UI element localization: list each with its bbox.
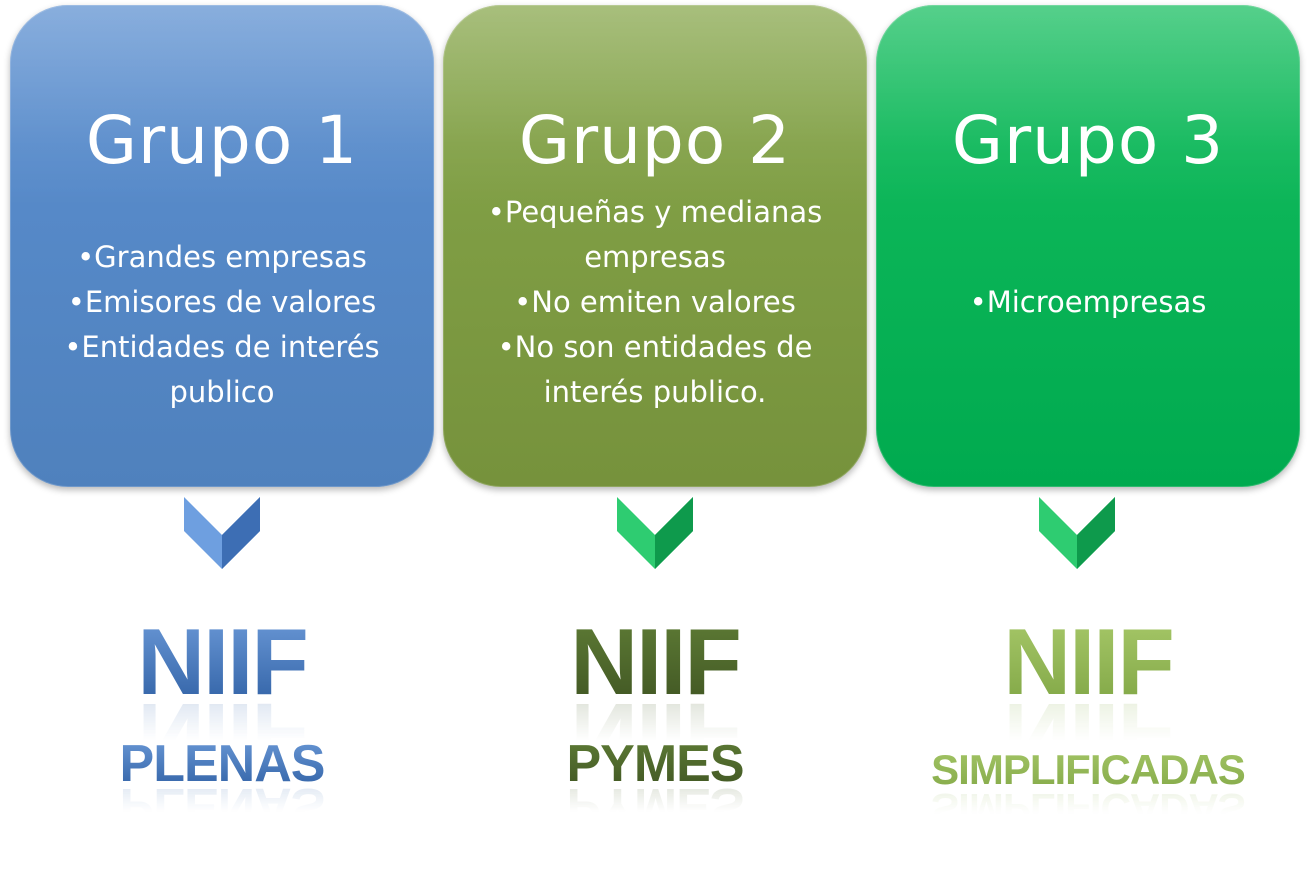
chevron-down-icon bbox=[1039, 497, 1115, 569]
chevron-down-icon bbox=[184, 497, 260, 569]
group-3-list: Microempresas bbox=[896, 280, 1280, 325]
group-3-card: Grupo 3 Microempresas bbox=[876, 5, 1300, 487]
group-1-card: Grupo 1 Grandes empresas Emisores de val… bbox=[10, 5, 434, 487]
group-3-title: Grupo 3 bbox=[951, 102, 1225, 179]
niif-label: NIIF bbox=[10, 612, 434, 712]
niif-type-reflection: PYMES bbox=[443, 776, 867, 836]
group-2-title: Grupo 2 bbox=[518, 102, 792, 179]
niif-type-label: PLENAS bbox=[10, 734, 434, 794]
group-3-item: Microempresas bbox=[896, 280, 1280, 325]
group-1-item: Emisores de valores bbox=[30, 280, 414, 325]
group-2-item: No son entidades de interés publico. bbox=[463, 325, 847, 415]
group-3-column: Grupo 3 Microempresas NIIF NIIF SIMPLIFI… bbox=[876, 0, 1300, 877]
niif-type-label: SIMPLIFICADAS bbox=[876, 740, 1300, 800]
chevron-down-icon bbox=[617, 497, 693, 569]
group-1-title: Grupo 1 bbox=[85, 102, 359, 179]
group-2-column: Grupo 2 Pequeñas y medianas empresas No … bbox=[443, 0, 867, 877]
niif-type-reflection: SIMPLIFICADAS bbox=[876, 778, 1300, 838]
group-1-list: Grandes empresas Emisores de valores Ent… bbox=[30, 235, 414, 415]
group-1-item: Grandes empresas bbox=[30, 235, 414, 280]
group-2-item: No emiten valores bbox=[463, 280, 847, 325]
niif-type-label: PYMES bbox=[443, 734, 867, 794]
group-1-item: Entidades de interés publico bbox=[30, 325, 414, 415]
group-2-list: Pequeñas y medianas empresas No emiten v… bbox=[463, 190, 847, 415]
group-2-item: Pequeñas y medianas empresas bbox=[463, 190, 847, 280]
niif-label: NIIF bbox=[443, 612, 867, 712]
niif-type-reflection: PLENAS bbox=[10, 776, 434, 836]
group-2-card: Grupo 2 Pequeñas y medianas empresas No … bbox=[443, 5, 867, 487]
niif-label: NIIF bbox=[876, 612, 1300, 712]
group-1-column: Grupo 1 Grandes empresas Emisores de val… bbox=[10, 0, 434, 877]
